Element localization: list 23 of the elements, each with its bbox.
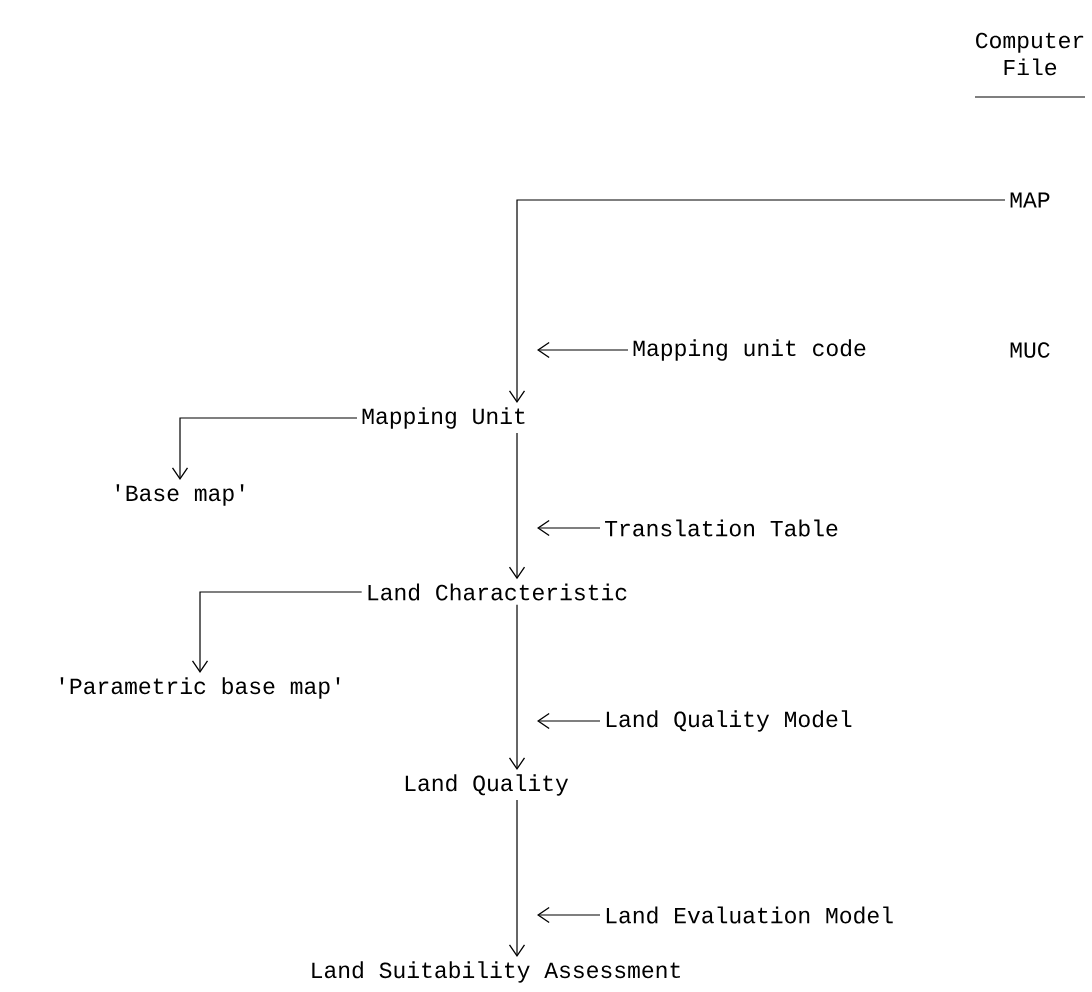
node-label: Land Suitability Assessment: [312, 961, 680, 983]
node-label: Translation Table: [605, 519, 838, 537]
node-label: Land Quality: [405, 774, 569, 796]
arrow: [508, 604, 526, 771]
node-label: Land Quality Model: [606, 710, 852, 732]
arrow: [508, 199, 1006, 404]
node-label: 'Base map': [116, 484, 244, 506]
arrow: [171, 417, 358, 481]
arrow: [508, 432, 526, 580]
file-code: MUC: [1010, 342, 1050, 358]
arrow: [537, 519, 601, 537]
column-heading: Computer File: [974, 32, 1086, 98]
node-label: Land Evaluation Model: [606, 906, 893, 924]
node-label: 'Parametric base map': [60, 677, 340, 699]
node-label: Land Characteristic: [368, 583, 627, 601]
node-label: MAP: [1010, 192, 1050, 208]
arrow: [537, 341, 629, 359]
arrow: [508, 799, 526, 958]
node-label: Mapping unit code: [633, 339, 866, 361]
node-label: Mapping Unit: [362, 407, 525, 429]
arrow: [537, 712, 601, 730]
arrow: [191, 591, 363, 674]
arrow: [537, 906, 601, 924]
